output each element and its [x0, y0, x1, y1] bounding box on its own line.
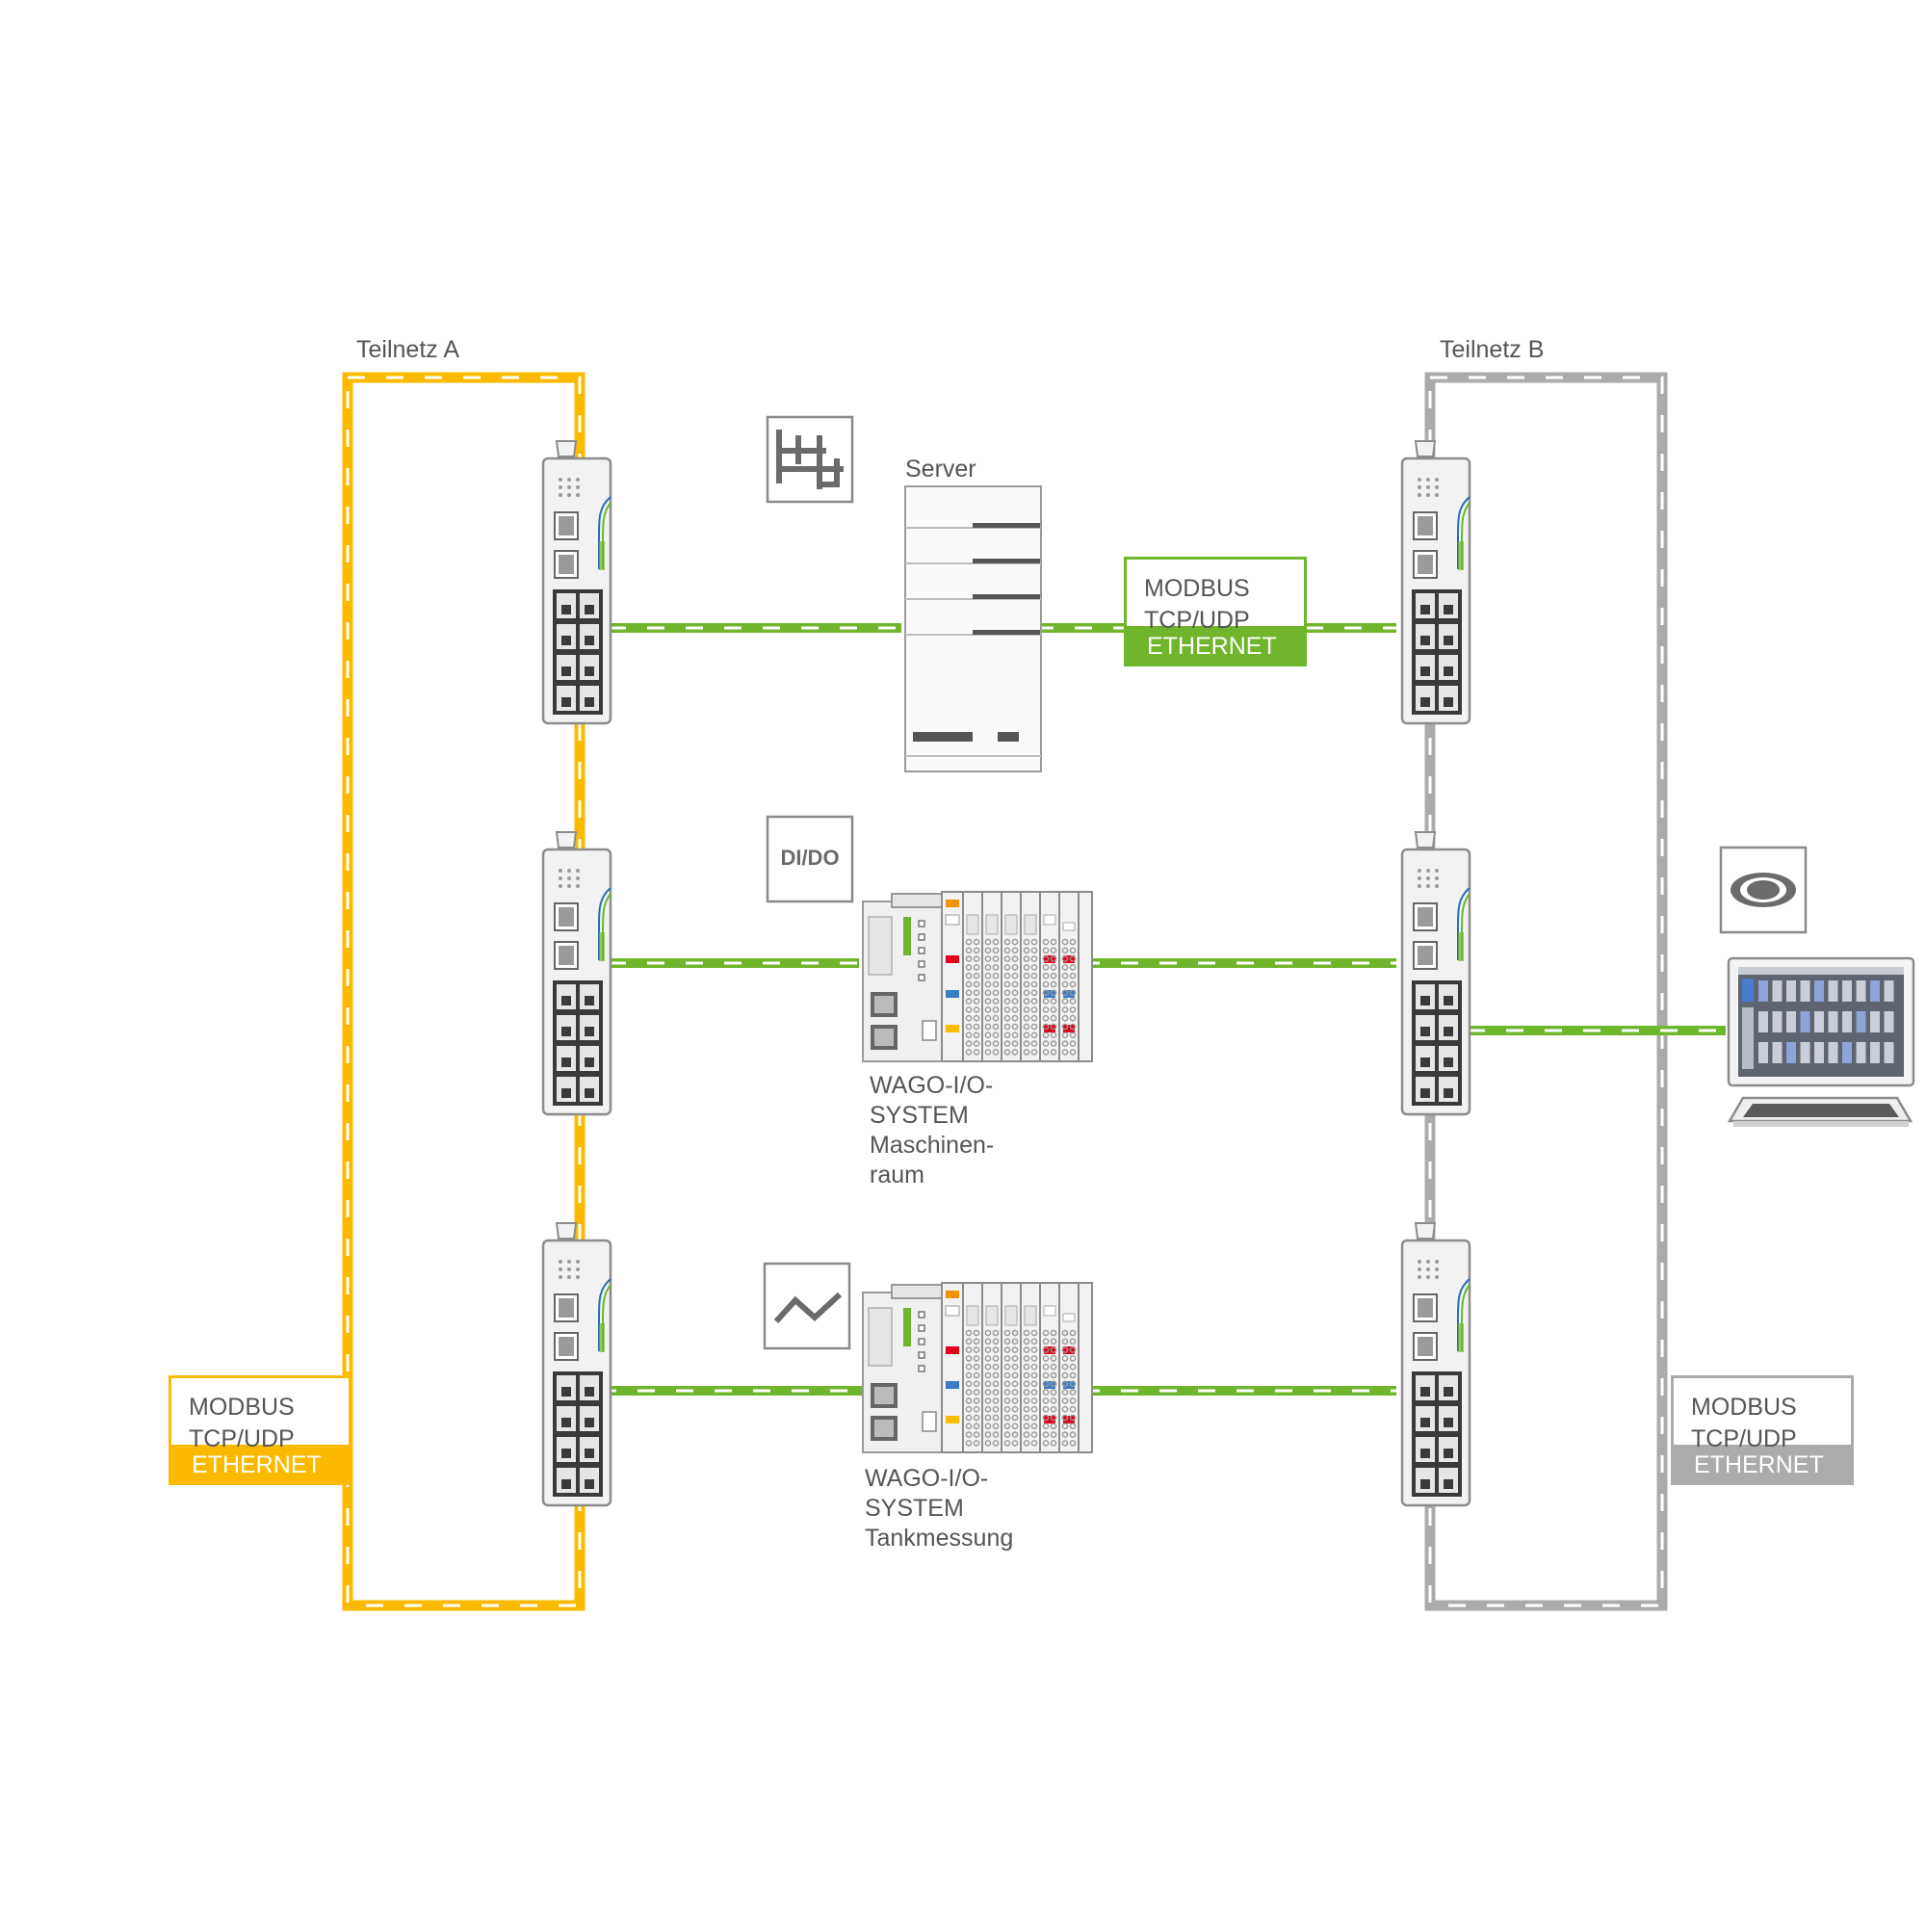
switch-a3 [541, 1221, 612, 1507]
io-tank-line2: SYSTEM [865, 1495, 964, 1522]
io-tank-label: WAGO-I/O- SYSTEM Tankmessung [865, 1464, 1013, 1553]
digital-io-icon: DI/DO [766, 815, 854, 903]
io-tank-line1: WAGO-I/O- [865, 1465, 989, 1492]
digital-io-label: DI/DO [780, 846, 839, 870]
io-machine-line2: SYSTEM [870, 1102, 969, 1129]
io-machine-label: WAGO-I/O- SYSTEM Maschinen- raum [870, 1071, 994, 1190]
protocol-left-line1: MODBUS [189, 1394, 295, 1421]
protocol-badge-right-top: MODBUS TCP/UDP [1671, 1375, 1854, 1452]
protocol-right-line1: MODBUS [1691, 1394, 1797, 1421]
subnet-b-label: Teilnetz B [1440, 336, 1545, 363]
io-machine-line3: Maschinen- [870, 1132, 995, 1159]
server-label: Server [905, 456, 976, 483]
protocol-badge-center-top: MODBUS TCP/UDP [1124, 557, 1307, 634]
protocol-center-bar: ETHERNET [1124, 626, 1307, 666]
protocol-badge-right: MODBUS TCP/UDP ETHERNET [1671, 1375, 1854, 1485]
analog-signal-icon [763, 1262, 851, 1350]
visualization-eye-icon [1719, 846, 1808, 934]
ladder-logic-icon [766, 415, 854, 504]
io-machine-line4: raum [870, 1162, 924, 1188]
switch-a2 [541, 830, 612, 1116]
io-tank-line3: Tankmessung [865, 1525, 1014, 1552]
server [904, 485, 1042, 772]
switch-a1 [541, 439, 612, 725]
protocol-badge-center: MODBUS TCP/UDP ETHERNET [1124, 557, 1307, 666]
protocol-center-line1: MODBUS [1144, 575, 1250, 602]
io-system-machine [862, 891, 1093, 1062]
io-machine-line1: WAGO-I/O- [870, 1072, 994, 1099]
laptop [1727, 956, 1915, 1127]
protocol-badge-left-top: MODBUS TCP/UDP [169, 1375, 351, 1452]
protocol-right-bar: ETHERNET [1671, 1445, 1854, 1485]
switch-b2 [1400, 830, 1471, 1116]
switch-b3 [1400, 1221, 1471, 1507]
protocol-badge-left: MODBUS TCP/UDP ETHERNET [169, 1375, 351, 1485]
switch-b1 [1400, 439, 1471, 725]
io-system-tank [862, 1282, 1093, 1453]
protocol-left-bar: ETHERNET [169, 1445, 351, 1485]
subnet-a-label: Teilnetz A [356, 336, 460, 363]
